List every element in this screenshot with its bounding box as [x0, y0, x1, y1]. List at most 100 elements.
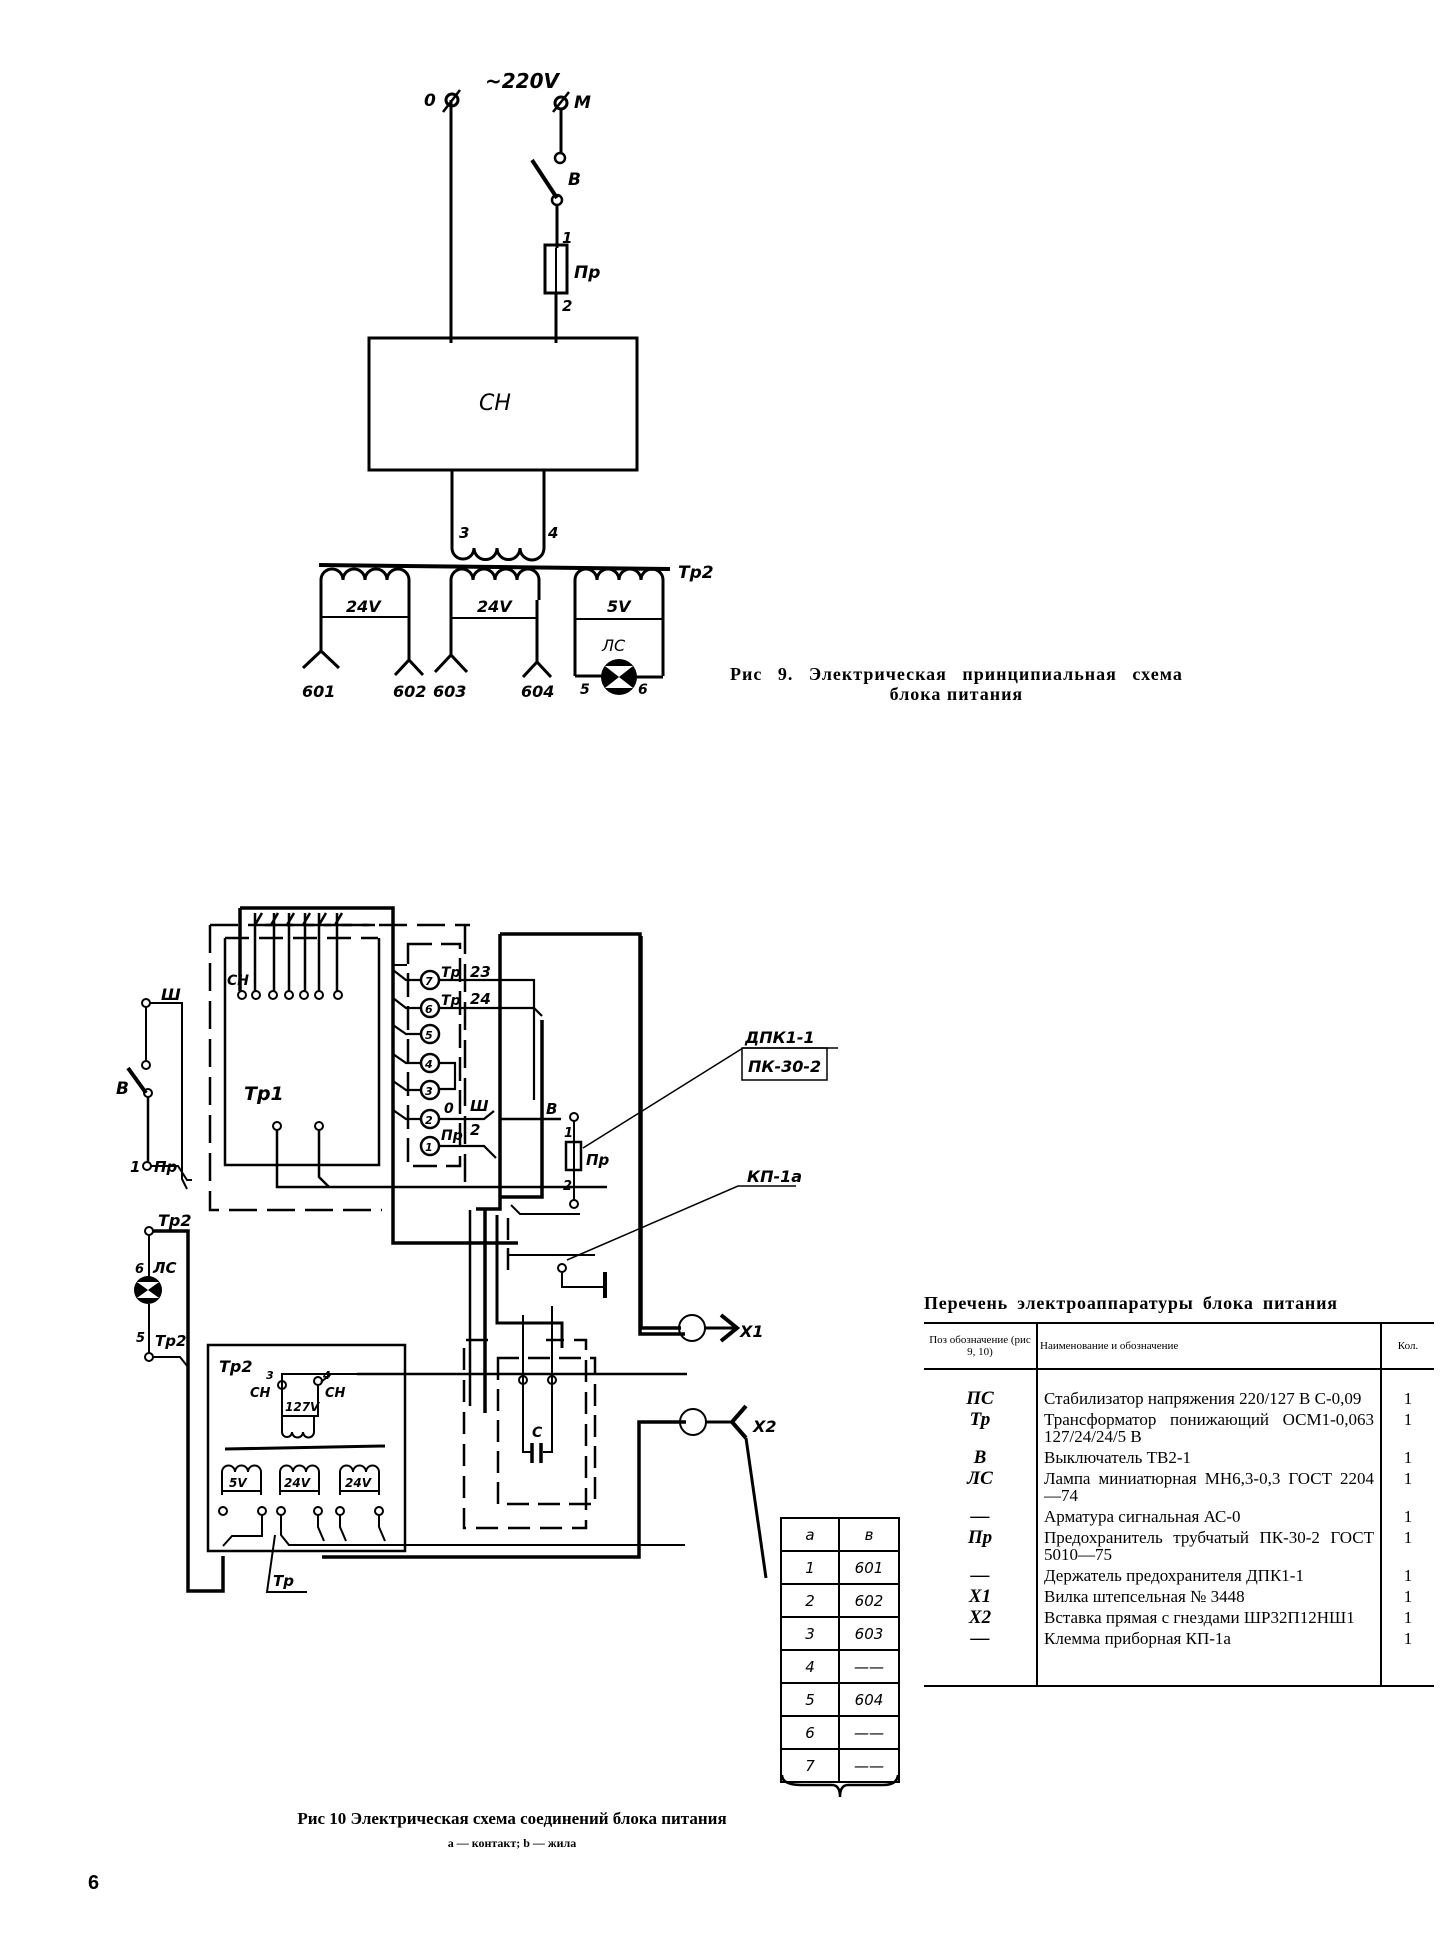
terminal-zero-icon — [444, 92, 460, 108]
fuse-label: Пр — [586, 1151, 610, 1169]
x2-label: Х2 — [752, 1417, 776, 1436]
name-cell: Держатель предохранителя ДПК1-1 — [1036, 1567, 1382, 1588]
wire-cell: 604 — [838, 1682, 900, 1717]
name-cell: Арматура сигнальная АС-0 — [1036, 1508, 1382, 1529]
quantity-cell: 1 — [1403, 1469, 1413, 1488]
primary-pin3-label: 3 — [459, 524, 469, 542]
quantity-cell: 1 — [1403, 1528, 1413, 1547]
figure-9-caption: Рис 9. Электрическая принципиальная схем… — [730, 664, 1183, 704]
table-row: Пр Предохранитель трубчатый ПК-30-2 ГОСТ … — [924, 1527, 1434, 1567]
winding-voltage-label: 24V — [284, 1476, 312, 1490]
switch-icon — [126, 998, 192, 1190]
name-cell: Предохранитель трубчатый ПК-30-2 ГОСТ 50… — [1036, 1529, 1382, 1567]
terminal-label: 7 — [425, 975, 433, 988]
position-cell: — — [970, 1628, 990, 1649]
lamp-pin-label: 6 — [135, 1262, 144, 1277]
switch-label: В — [116, 1079, 129, 1099]
position-cell: Пр — [967, 1527, 993, 1548]
quantity-cell: 1 — [1403, 1507, 1413, 1526]
wire-label: В — [546, 1100, 557, 1118]
winding-icon — [573, 567, 665, 600]
quantity-cell: 1 — [1403, 1389, 1413, 1408]
table-row: Тр Трансформатор понижающий ОСМ1-0,063 12… — [924, 1409, 1434, 1449]
table-row: 6—— — [780, 1715, 900, 1750]
figure-10-subcaption: а — контакт; b — жила — [447, 1836, 577, 1850]
header-cell: а — [780, 1517, 840, 1552]
output-label: 602 — [393, 682, 426, 701]
wire-label: 23 — [470, 963, 491, 981]
position-cell: — — [970, 1506, 990, 1527]
quantity-cell: 1 — [1403, 1448, 1413, 1467]
lamp-pin-label: 5 — [136, 1331, 145, 1346]
winding-voltage-label: 5V — [229, 1476, 248, 1490]
terminal-tag: 0 — [444, 1101, 454, 1117]
wire-cell: 602 — [838, 1583, 900, 1618]
terminal-m-icon — [553, 95, 569, 111]
output-label: 601 — [302, 682, 335, 701]
stabilizer-box — [367, 336, 639, 472]
page-number: 6 — [88, 1872, 100, 1894]
wire-cell: —— — [838, 1748, 900, 1783]
terminal-tag: Пр — [441, 1128, 463, 1144]
quantity-cell: 1 — [1403, 1566, 1413, 1585]
stabilizer-label: СН — [479, 391, 511, 416]
quantity-cell: 1 — [1403, 1587, 1413, 1606]
fuse-pin1-label: 1 — [562, 229, 572, 247]
supply-voltage-label: ~220V — [485, 69, 561, 93]
lamp-pin6-label: 6 — [638, 682, 648, 698]
switch-label: В — [568, 170, 581, 190]
position-cell: — — [970, 1565, 990, 1586]
lamp-pin5-label: 5 — [580, 682, 590, 698]
clamp-label: КП-1а — [747, 1167, 802, 1186]
tr2-label: Тр2 — [158, 1211, 192, 1230]
contact-cell: 5 — [780, 1682, 840, 1717]
wire-label: 2 — [470, 1121, 480, 1139]
pin-label: 3 — [266, 1369, 274, 1382]
stabilizer-label: СН — [227, 973, 249, 989]
table-row: — Арматура сигнальная АС-0 1 — [924, 1506, 1434, 1529]
wire-cell: —— — [838, 1715, 900, 1750]
table-header-row: а в — [780, 1517, 900, 1552]
transformer-label: Тр2 — [678, 563, 714, 583]
winding-icon — [319, 567, 411, 600]
contact-cell: 7 — [780, 1748, 840, 1783]
contact-cell: 4 — [780, 1649, 840, 1684]
tr2-box-label: Тр2 — [219, 1357, 253, 1376]
winding-voltage-label: 24V — [477, 597, 513, 616]
name-cell: Вилка штепсельная № 3448 — [1036, 1588, 1382, 1609]
terminal-tag: Тр — [441, 993, 461, 1009]
terminal-label: 4 — [424, 1058, 433, 1071]
tr1-label: Тр1 — [244, 1083, 284, 1105]
brace-icon — [780, 1774, 900, 1798]
table-filler-row — [924, 1651, 1434, 1687]
name-cell: Трансформатор понижающий ОСМ1-0,063 127/… — [1036, 1411, 1382, 1449]
holder-label: ДПК1-1 — [744, 1028, 815, 1047]
position-cell: ЛС — [967, 1468, 993, 1489]
name-cell: Выключатель ТВ2-1 — [1036, 1449, 1382, 1470]
fuse-pin-label: 2 — [563, 1179, 572, 1194]
figure-10-caption: Рис 10 Электрическая схема соединений бл… — [297, 1809, 727, 1828]
quantity-cell: 1 — [1403, 1629, 1413, 1648]
position-cell: Тр — [969, 1409, 991, 1430]
contact-cell: 3 — [780, 1616, 840, 1651]
wire-cell: 603 — [838, 1616, 900, 1651]
tr-leader-label: Тр — [273, 1572, 294, 1590]
x1-label: Х1 — [739, 1322, 763, 1341]
table-row: 4—— — [780, 1649, 900, 1684]
pin-label: 4 — [322, 1369, 331, 1382]
plug-label: Ш — [161, 985, 181, 1004]
winding-voltage-label: 5V — [607, 597, 632, 616]
terminal-label: 5 — [425, 1029, 433, 1042]
position-cell: ПС — [966, 1388, 994, 1409]
table-row: 7—— — [780, 1748, 900, 1783]
capacitor-label: С — [532, 1425, 543, 1441]
parts-list-table: Поз обозначение (рис 9, 10) Наименование… — [924, 1322, 1434, 1687]
